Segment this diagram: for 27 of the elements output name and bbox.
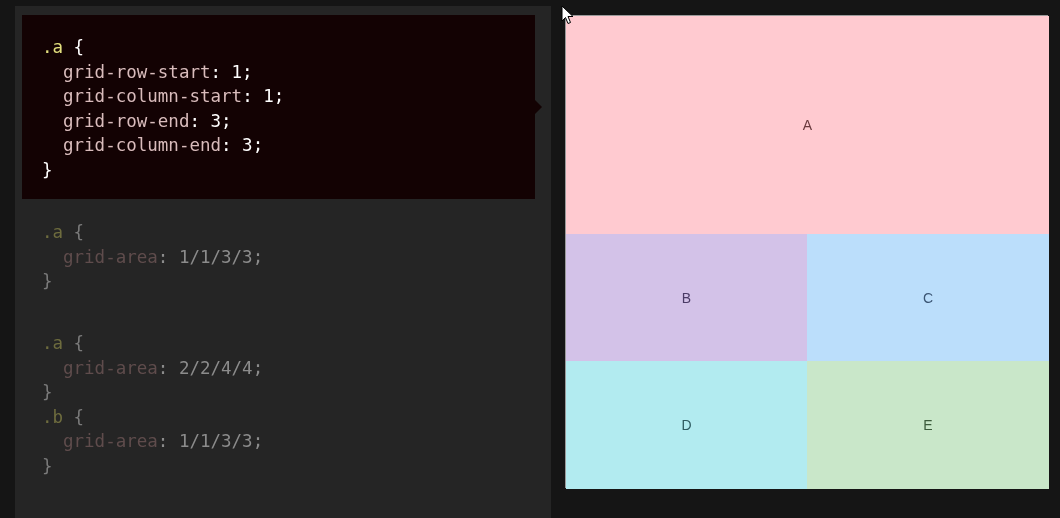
code-line: } (42, 270, 53, 293)
code-line: .b { (42, 405, 85, 429)
grid-item (807, 234, 1049, 361)
code-line: grid-area: 1/1/3/3; (63, 430, 264, 453)
grid-container (565, 15, 1048, 488)
item-letter: D (681, 417, 692, 433)
code-line: grid-column-start: 1; (63, 85, 285, 108)
code-line: } (42, 158, 53, 182)
code-line: grid-area: 2/2/4/4; (63, 356, 264, 380)
grid-item (566, 16, 1049, 234)
code-panel (22, 15, 535, 199)
grid-item (807, 361, 1049, 489)
code-line: .a { (42, 36, 85, 59)
code-line: grid-area: 1/1/3/3; (63, 245, 264, 269)
grid-item (566, 234, 807, 361)
code-line: grid-row-end: 3; (63, 109, 232, 133)
code-line: .a { (42, 221, 85, 244)
item-letter: A (802, 117, 813, 133)
code-line: } (42, 381, 53, 404)
code-line: .a { (42, 332, 85, 355)
code-line: grid-row-start: 1; (63, 60, 253, 84)
code-line: grid-column-end: 3; (63, 134, 264, 157)
grid-item (566, 361, 807, 489)
item-letter: E (923, 417, 933, 433)
item-letter: B (681, 289, 692, 306)
code-line: } (42, 454, 53, 478)
item-letter: C (922, 289, 934, 306)
